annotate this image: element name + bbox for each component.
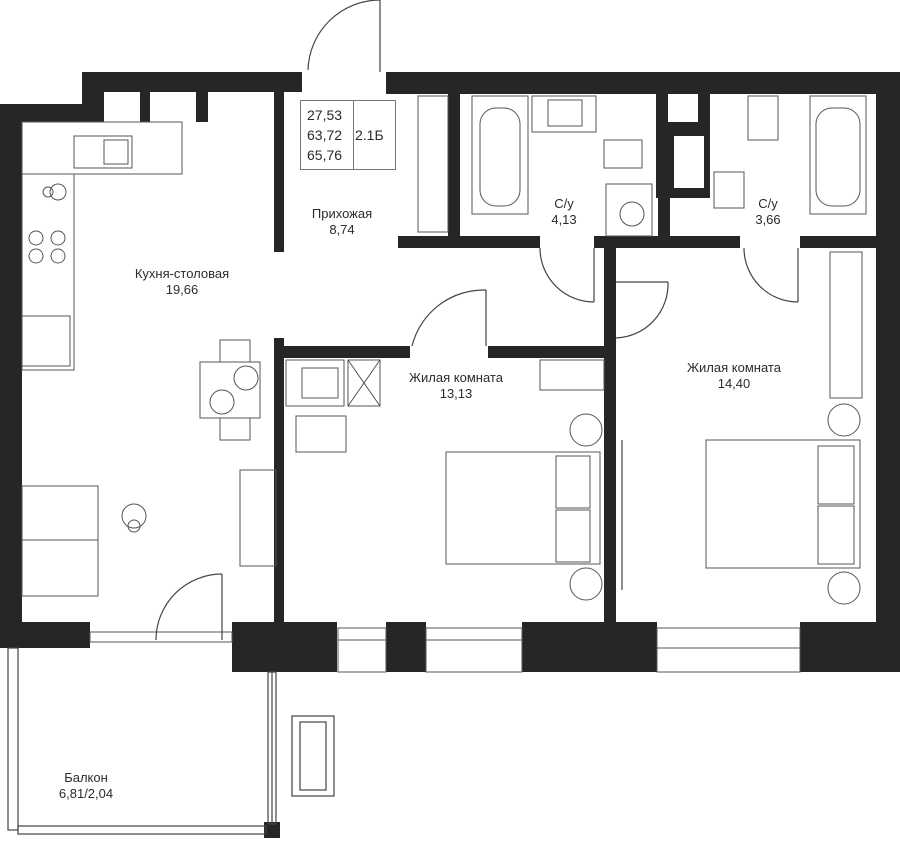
room-name: С/у (554, 196, 574, 211)
room-name: Балкон (64, 770, 108, 785)
room-area: 13,13 (439, 386, 473, 401)
area-summary-box: 27,53 63,72 65,76 2.1Б (300, 100, 396, 170)
apartment-type: 2.1Б (355, 127, 384, 143)
room-label-kitchen: Кухня-столовая 19,66 (112, 266, 252, 298)
area-box-divider (353, 101, 354, 169)
bedroom2-furniture (705, 251, 863, 605)
room-area: 3,66 (755, 212, 781, 227)
windows (89, 627, 801, 673)
wall-cutouts (104, 94, 704, 188)
bedroom1-furniture (285, 359, 605, 601)
room-area: 14,40 (717, 376, 751, 391)
room-label-bath1: С/у 4,13 (544, 196, 584, 228)
bathroom-fixtures (417, 95, 867, 237)
room-area: 6,81/2,04 (58, 786, 114, 801)
room-label-hall: Прихожая 8,74 (292, 206, 392, 238)
doors (155, 0, 799, 641)
room-name: Жилая комната (409, 370, 503, 385)
kitchen-furniture (21, 121, 277, 597)
room-label-balcony: Балкон 6,81/2,04 (36, 770, 136, 802)
balcony (7, 647, 335, 835)
total-area-value: 63,72 (307, 127, 343, 143)
room-area: 8,74 (329, 222, 355, 237)
walls (0, 72, 900, 838)
full-area-value: 65,76 (307, 147, 343, 163)
room-name: Прихожая (311, 206, 373, 221)
room-label-bath2: С/у 3,66 (748, 196, 788, 228)
room-label-living2: Жилая комната 14,40 (674, 360, 794, 392)
room-name: Жилая комната (687, 360, 781, 375)
room-area: 4,13 (551, 212, 577, 227)
room-name: С/у (758, 196, 778, 211)
room-label-living1: Жилая комната 13,13 (396, 370, 516, 402)
room-area: 19,66 (165, 282, 199, 297)
room-name: Кухня-столовая (134, 266, 230, 281)
living-area-value: 27,53 (307, 107, 343, 123)
